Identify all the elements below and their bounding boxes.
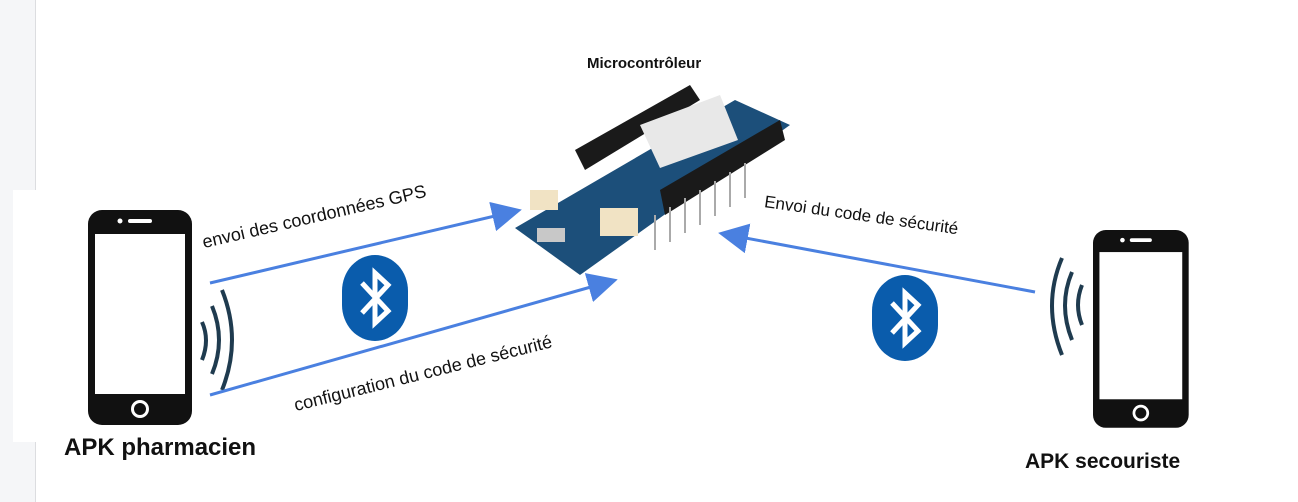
microcontroller-board-image bbox=[515, 85, 790, 275]
apk-secouriste-label: APK secouriste bbox=[1025, 450, 1181, 473]
arrow-gps bbox=[209, 201, 522, 285]
arrow-send-code bbox=[718, 223, 1036, 294]
signal-waves-right-icon bbox=[1050, 257, 1084, 356]
bluetooth-right-icon bbox=[872, 275, 938, 361]
phone-pharmacien-icon bbox=[88, 210, 192, 425]
microcontroller-title: Microcontrôleur bbox=[587, 55, 702, 72]
arrow-config bbox=[209, 273, 618, 397]
phone-secouriste-icon bbox=[1093, 230, 1189, 428]
signal-waves-left-icon bbox=[200, 289, 234, 391]
apk-pharmacien-label: APK pharmacien bbox=[64, 434, 257, 461]
bluetooth-left-icon bbox=[342, 255, 408, 341]
